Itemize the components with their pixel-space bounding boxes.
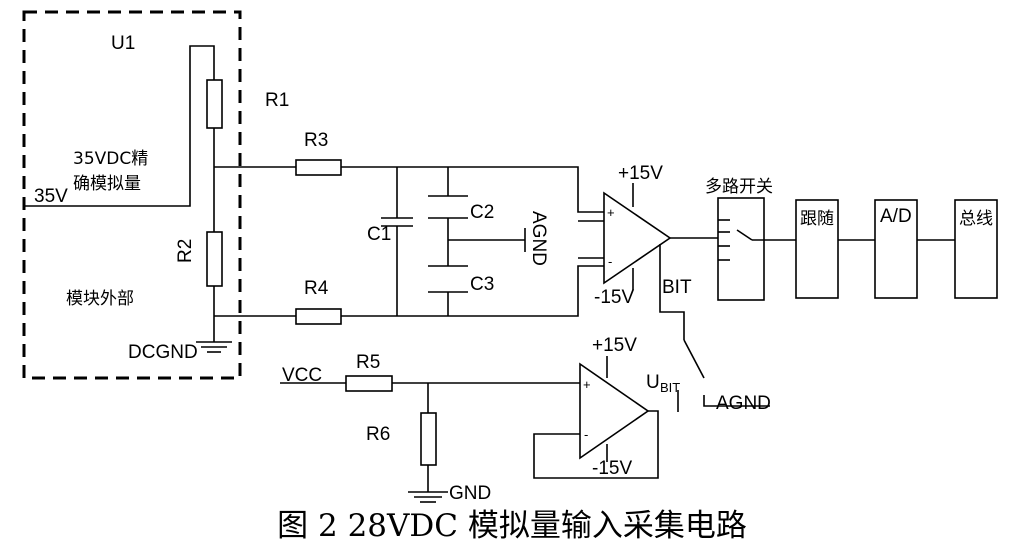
opamp-bit-plus: +: [583, 377, 591, 392]
resistor-r3: [295, 159, 342, 176]
resistor-r6: [420, 412, 437, 466]
mux-block: [717, 197, 765, 301]
bus-label: 总线: [959, 209, 993, 229]
opamp-main: [603, 191, 672, 285]
agnd-switch-label: AGND: [716, 393, 771, 414]
vplus-label: +15V: [618, 163, 663, 184]
input-35v-label: 35V: [34, 186, 68, 207]
opamp-main-plus: +: [607, 205, 615, 220]
ubit-subscript: BIT: [660, 380, 680, 395]
module-outside-label: 模块外部: [66, 289, 134, 309]
c3-label: C3: [470, 274, 494, 295]
r5-label: R5: [356, 352, 380, 373]
resistor-r2: [206, 231, 223, 287]
dcgnd-symbol: [196, 341, 232, 353]
r4-label: R4: [304, 278, 329, 299]
resistor-r4: [295, 308, 342, 325]
follower-block: [795, 199, 839, 299]
adc-block: [874, 199, 918, 299]
dcgnd-label: DCGND: [128, 342, 198, 363]
r1-label: R1: [265, 90, 289, 111]
u1-label: U1: [111, 33, 135, 54]
figure-caption: 图 2 28VDC 模拟量输入采集电路: [277, 508, 747, 544]
capacitor-c3: [428, 265, 468, 316]
r4-right-wire: [341, 265, 604, 317]
opamp-bit-minus: -: [584, 427, 588, 442]
r2-label: R2: [175, 239, 196, 263]
gnd-symbol: [408, 491, 448, 503]
capacitor-c1: [381, 167, 413, 316]
opamp-bit: [579, 362, 650, 460]
r6-label: R6: [366, 424, 390, 445]
resistor-r5: [345, 375, 393, 392]
adc-label: A/D: [880, 206, 912, 227]
opamp-main-minus: -: [608, 254, 612, 269]
bit-wire: [659, 244, 685, 340]
vminus2-label: -15V: [592, 458, 632, 479]
mux-label: 多路开关: [705, 177, 773, 197]
r3-right-wire: [341, 166, 604, 213]
mux-switch-lines: [718, 219, 753, 261]
c2-label: C2: [470, 202, 494, 223]
agnd-switch-wire: [703, 395, 770, 407]
bit-switch-blade: [683, 339, 705, 379]
resistor-r1: [206, 79, 223, 129]
capacitor-c2: [428, 167, 468, 266]
bit-label: BIT: [662, 277, 692, 298]
gnd-label: GND: [449, 483, 491, 504]
ubit-label: U: [646, 372, 660, 393]
input-desc-line2: 确模拟量: [73, 174, 141, 194]
vminus-label: -15V: [594, 287, 634, 308]
follower-label: 跟随: [800, 209, 834, 229]
vcc-label: VCC: [282, 365, 322, 386]
bus-block: [954, 199, 998, 299]
vplus2-label: +15V: [592, 335, 637, 356]
input-wire: [24, 45, 215, 207]
c1-label: C1: [367, 224, 391, 245]
opamp-bit-feedback: [533, 410, 659, 479]
input-desc-line1: 35VDC精: [73, 149, 148, 169]
agnd-mid-label: AGND: [528, 211, 549, 266]
module-boundary: [22, 10, 242, 380]
r3-label: R3: [304, 130, 328, 151]
